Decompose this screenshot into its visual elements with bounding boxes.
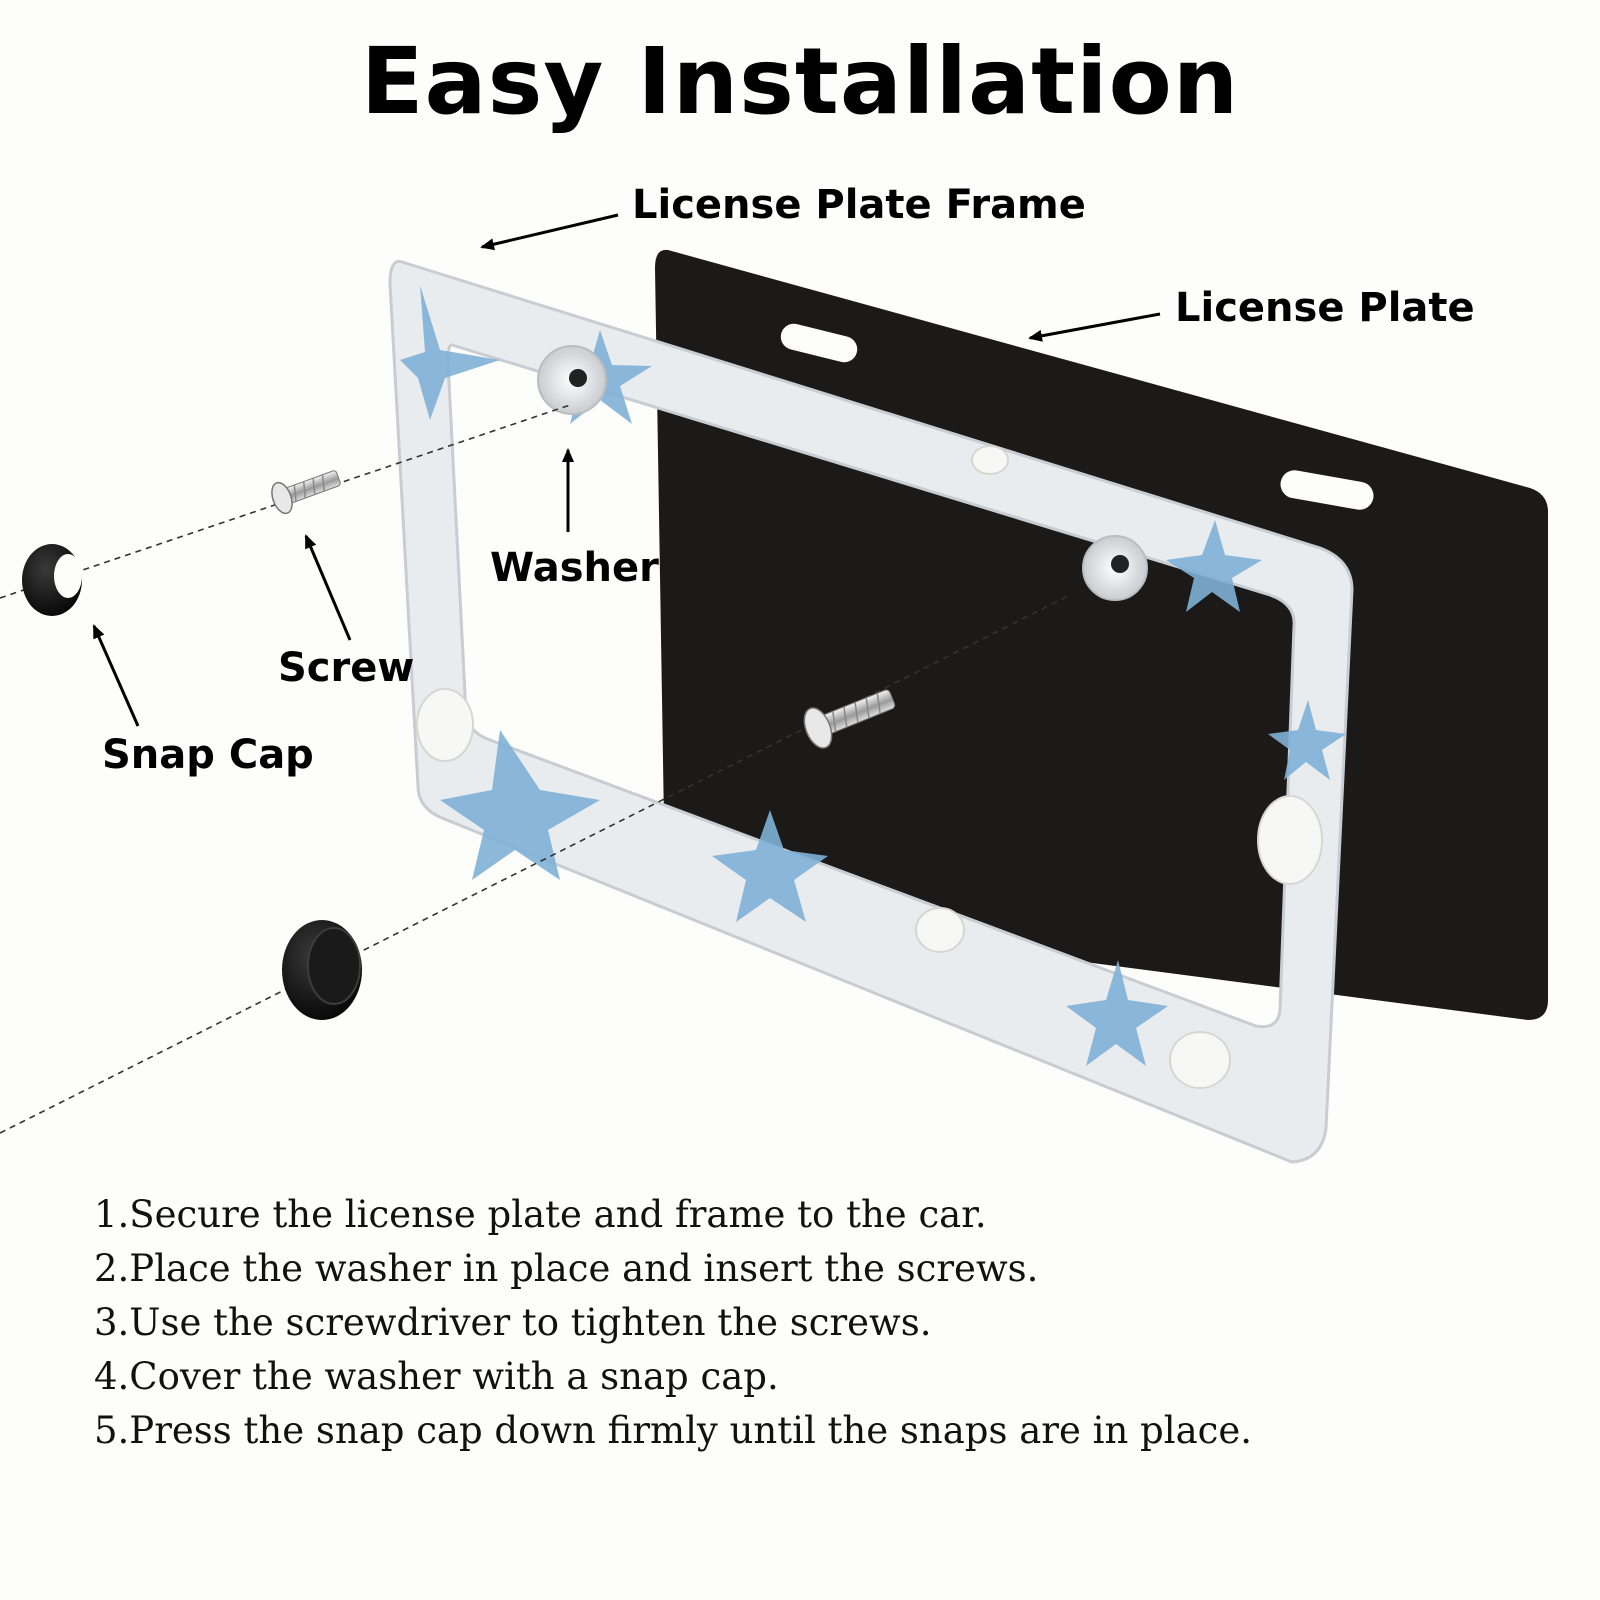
washer-right xyxy=(1082,535,1148,601)
screw-bottom xyxy=(803,689,896,749)
step-2: 2.Place the washer in place and insert t… xyxy=(94,1247,1039,1290)
step-4: 4.Cover the washer with a snap cap. xyxy=(94,1355,779,1398)
starfish-icon xyxy=(400,285,500,420)
starfish-icon xyxy=(712,810,828,922)
label-washer: Washer xyxy=(490,545,659,591)
starfish-icon xyxy=(1166,520,1262,612)
starfish-icon xyxy=(1268,700,1346,780)
snap-cap-top xyxy=(22,544,82,616)
plate-slot-top xyxy=(780,323,858,363)
plate-slot-right xyxy=(1280,470,1374,510)
arrow-screw xyxy=(304,534,352,641)
seashell-icon xyxy=(1169,1031,1231,1089)
seashell-icon xyxy=(915,907,965,953)
screw-top xyxy=(271,470,341,515)
starfish-icon xyxy=(1066,960,1168,1066)
washer-top xyxy=(537,345,607,415)
arrow-plate xyxy=(1028,312,1161,342)
seashell-icon xyxy=(971,445,1009,475)
label-license-plate: License Plate xyxy=(1175,285,1475,331)
seashell-pattern xyxy=(416,445,1323,1089)
label-screw: Screw xyxy=(278,645,415,691)
alignment-line-bottom xyxy=(0,594,1071,1134)
arrow-frame xyxy=(480,213,619,251)
seashell-icon xyxy=(416,688,474,762)
step-3: 3.Use the screwdriver to tighten the scr… xyxy=(94,1301,932,1344)
arrow-snap-cap xyxy=(92,624,140,727)
starfish-icon xyxy=(440,730,600,880)
label-license-plate-frame: License Plate Frame xyxy=(632,182,1086,228)
snap-cap-bottom xyxy=(282,920,362,1020)
label-arrows xyxy=(92,213,1161,727)
label-snap-cap: Snap Cap xyxy=(102,732,314,778)
step-1: 1.Secure the license plate and frame to … xyxy=(94,1193,987,1236)
page-title: Easy Installation xyxy=(360,28,1240,135)
instruction-steps: 1.Secure the license plate and frame to … xyxy=(94,1188,1252,1458)
seashell-icon xyxy=(1257,795,1323,885)
step-5: 5.Press the snap cap down firmly until t… xyxy=(94,1409,1253,1452)
